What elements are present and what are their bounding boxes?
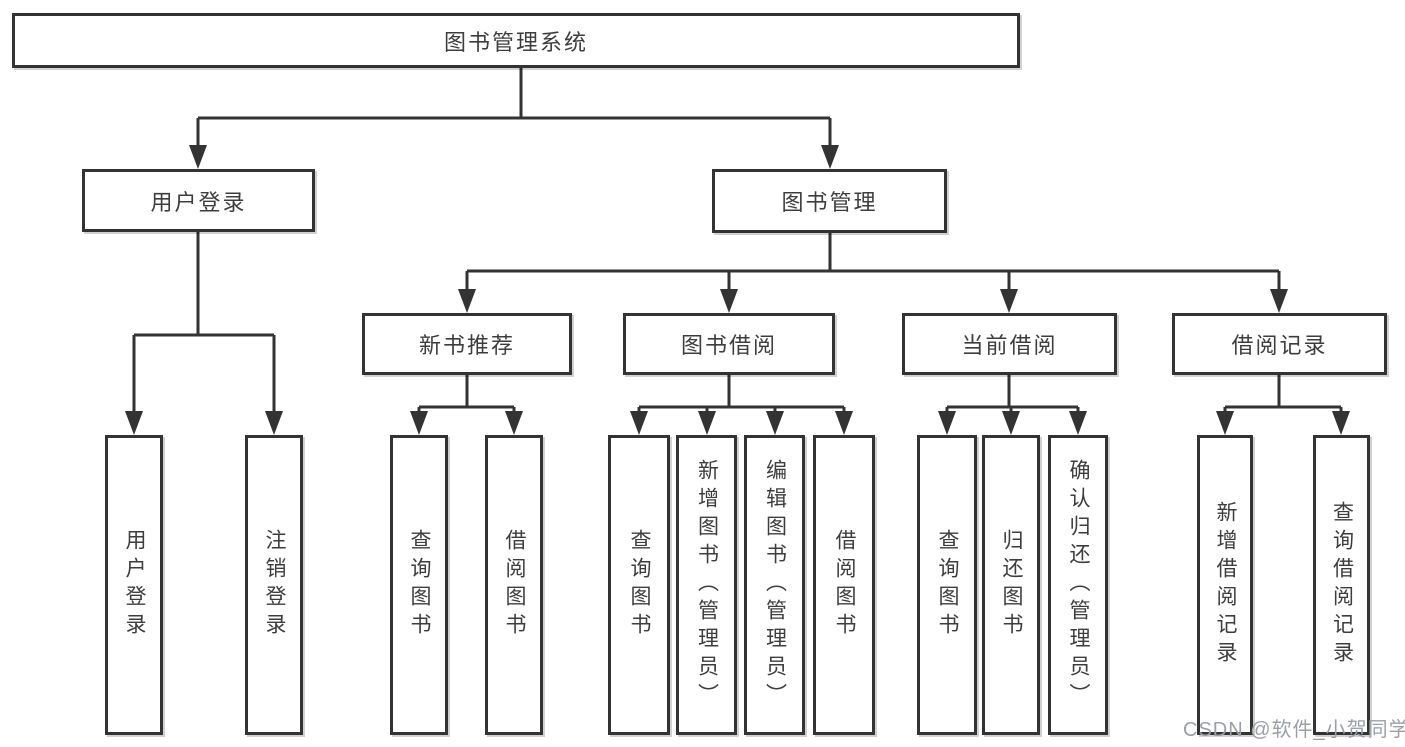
leaf-add-borrow-record: 新增借阅记录 [1197, 435, 1253, 735]
leaf-borrow-books-recommend: 借阅图书 [485, 435, 543, 735]
node-current-borrowing: 当前借阅 [902, 313, 1117, 375]
node-label: 新增借阅记录 [1214, 501, 1237, 669]
node-new-book-recommend: 新书推荐 [362, 313, 572, 375]
leaf-confirm-return-admin: 确认归还（管理员） [1048, 435, 1108, 735]
leaf-query-books-recommend: 查询图书 [390, 435, 448, 735]
connector-book-management-to-level3 [458, 233, 1288, 313]
connector-borrow-records-to-leaves [1216, 375, 1350, 435]
node-label: 图书管理 [781, 190, 878, 215]
connector-current-borrowing-to-leaves [938, 375, 1087, 435]
leaf-query-books-borrowing: 查询图书 [608, 435, 670, 735]
watermark-csdn: CSDN @软件_小贺同学 [1183, 719, 1405, 741]
connector-book-borrowing-to-leaves [630, 375, 853, 435]
node-label: 图书借阅 [680, 333, 777, 358]
node-book-management: 图书管理 [712, 169, 947, 233]
node-borrow-records: 借阅记录 [1172, 313, 1387, 375]
leaf-add-book-admin: 新增图书（管理员） [676, 435, 737, 735]
node-label: 图书管理系统 [443, 29, 588, 55]
node-label: 编辑图书（管理员） [763, 459, 787, 711]
connector-user-login-to-leaves [125, 232, 283, 435]
node-book-borrowing: 图书借阅 [623, 313, 835, 375]
leaf-query-books-current: 查询图书 [917, 435, 977, 735]
node-label: 借阅图书 [833, 529, 856, 641]
node-label: 借阅图书 [503, 529, 526, 641]
leaf-return-books: 归还图书 [982, 435, 1040, 735]
node-user-login: 用户登录 [82, 169, 315, 232]
node-label: 注销登录 [263, 529, 286, 641]
connector-root-to-level2 [189, 68, 839, 169]
leaf-logout: 注销登录 [245, 435, 303, 735]
node-label: 查询图书 [628, 529, 651, 641]
leaf-edit-book-admin: 编辑图书（管理员） [744, 435, 805, 735]
node-label: 查询借阅记录 [1330, 501, 1354, 669]
node-label: 用户登录 [123, 529, 146, 641]
leaf-user-login: 用户登录 [105, 435, 163, 735]
connector-new-book-to-leaves [410, 375, 523, 435]
node-label: 新增图书（管理员） [695, 459, 719, 711]
node-label: 用户登录 [150, 189, 247, 215]
leaf-query-borrow-record: 查询借阅记录 [1313, 435, 1370, 735]
node-label: 查询图书 [408, 529, 431, 641]
node-label: 当前借阅 [961, 333, 1058, 358]
node-label: 归还图书 [1000, 529, 1023, 641]
leaf-borrow-books-borrowing: 借阅图书 [813, 435, 875, 735]
node-label: 确认归还（管理员） [1067, 459, 1090, 711]
node-library-management-system: 图书管理系统 [12, 13, 1020, 68]
node-label: 借阅记录 [1231, 333, 1328, 358]
node-label: 查询图书 [936, 529, 959, 641]
node-label: 新书推荐 [418, 333, 515, 358]
